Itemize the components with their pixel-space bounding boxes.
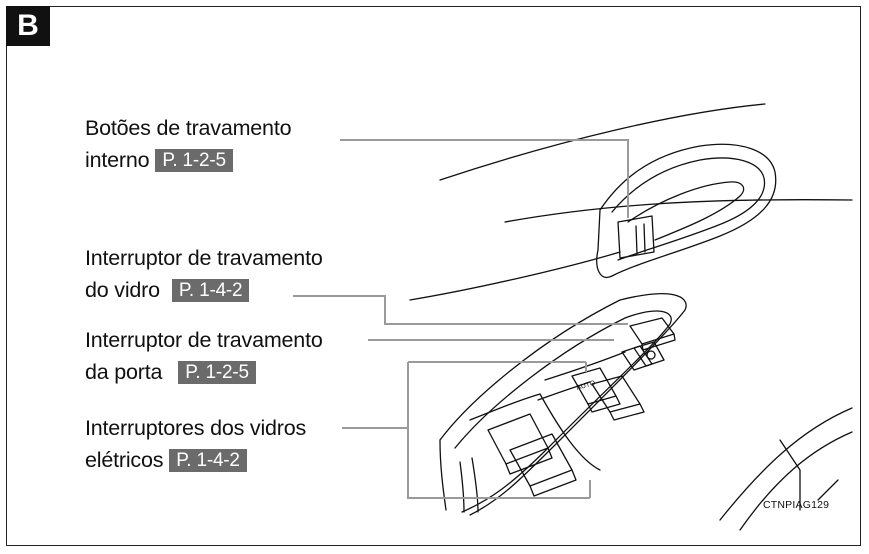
- handle-bezel: [596, 143, 777, 278]
- page-reference: P. 1-2-5: [155, 149, 233, 172]
- door-contour-line: [504, 199, 853, 223]
- door-lock-icon: [646, 350, 656, 360]
- armrest-outline: [439, 293, 687, 516]
- rear-switch-bezel: [469, 393, 601, 471]
- leader-bracket-power-windows: [407, 362, 590, 499]
- handle-lever: [627, 181, 745, 241]
- rear-right-window-switch-side: [529, 469, 577, 497]
- page-reference: P. 1-4-2: [171, 279, 250, 302]
- page-reference: P. 1-2-5: [178, 361, 256, 384]
- lock-knob-detail: [635, 223, 646, 255]
- callout-line1: Interruptor de travamento: [85, 328, 323, 352]
- auto-switch-label: AUTO: [576, 380, 597, 392]
- leader-line-window-lock: [293, 295, 628, 325]
- handle-bezel-inner: [611, 157, 766, 261]
- page-reference: P. 1-4-2: [169, 449, 247, 472]
- leader-lines: [293, 139, 629, 499]
- callout-line1: Interruptores dos vidros: [85, 416, 307, 440]
- door-contour-line: [409, 251, 621, 301]
- armrest-edge-detail: [459, 457, 479, 513]
- lock-knob: [617, 215, 655, 259]
- armrest-edge: [439, 439, 447, 511]
- callout-line1: Interruptor de travamento: [85, 246, 323, 270]
- driver-window-switch-side: [587, 395, 621, 413]
- door-pocket-line: [719, 407, 853, 521]
- rear-right-window-switch: [509, 433, 573, 487]
- switch-panel-edge: [537, 381, 591, 401]
- door-pocket-line: [739, 431, 853, 531]
- window-lock-switch-side: [641, 333, 676, 351]
- section-badge: B: [6, 6, 50, 46]
- armrest-inner: [454, 310, 672, 513]
- door-pocket-line: [779, 439, 801, 511]
- leader-line-inner-lock: [340, 139, 629, 218]
- figure-code: CTNPIAG129: [763, 499, 830, 511]
- callout-line1: Botões de travamento: [85, 116, 292, 140]
- door-pocket-line: [817, 479, 839, 501]
- door-contour-line: [439, 103, 766, 181]
- rear-left-window-switch-side: [505, 447, 553, 475]
- figure-frame: [6, 6, 861, 546]
- door-lock-switch-b: [633, 341, 665, 367]
- passenger-window-switch-side: [609, 403, 645, 421]
